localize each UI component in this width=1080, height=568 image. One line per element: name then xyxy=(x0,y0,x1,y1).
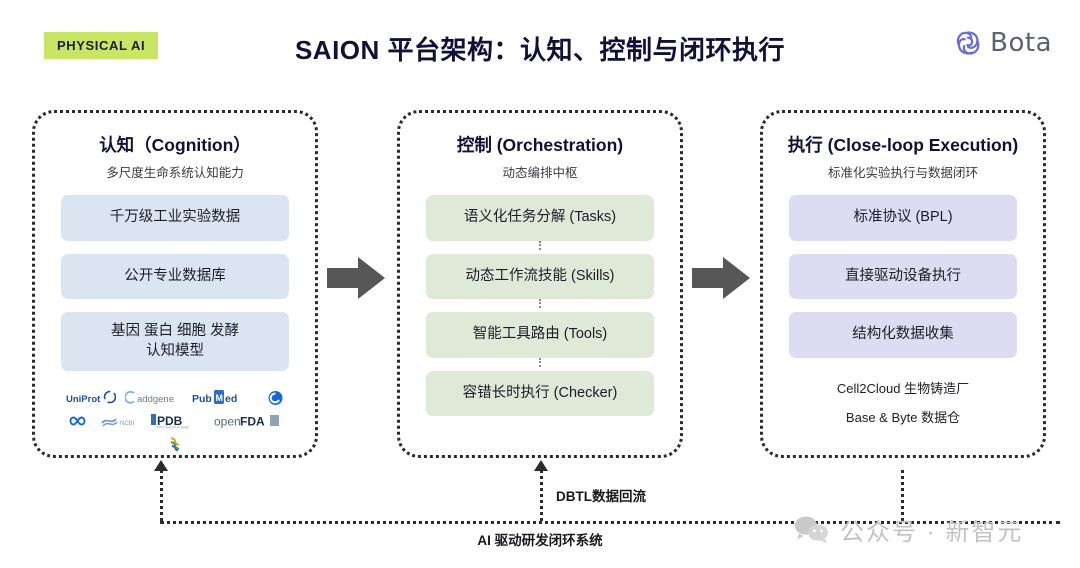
bota-spiral-icon xyxy=(953,28,983,58)
card-list: 千万级工业实验数据 公开专业数据库 基因 蛋白 细胞 发酵 认知模型 xyxy=(35,181,315,372)
feedback-loop-line xyxy=(540,470,543,521)
column-header: 认知（Cognition） 多尺度生命系统认知能力 xyxy=(35,113,315,181)
flow-arrow-right-icon xyxy=(690,255,752,306)
card-item[interactable]: 动态工作流技能 (Skills) xyxy=(426,253,654,300)
data-source-logos: UniProt addgene Pub M ed xyxy=(35,384,315,452)
flow-arrow-right-icon xyxy=(325,255,387,306)
card-item[interactable]: 结构化数据收集 xyxy=(789,312,1017,358)
card-connector xyxy=(539,240,541,250)
infinity-icon xyxy=(67,413,91,429)
column-title: 控制 (Orchestration) xyxy=(456,135,624,155)
feedback-loop-line xyxy=(160,521,1060,524)
execution-note: Base & Byte 数据仓 xyxy=(845,409,961,425)
main-loop-label: AI 驱动研发闭环系统 xyxy=(477,533,603,548)
card-item[interactable]: 直接驱动设备执行 xyxy=(789,253,1017,300)
card-item[interactable]: 基因 蛋白 细胞 发酵 认知模型 xyxy=(61,312,289,372)
column-subtitle: 动态编排中枢 xyxy=(502,166,578,180)
svg-text:addgene: addgene xyxy=(137,394,174,405)
card-connector xyxy=(539,299,541,309)
column-title: 执行 (Close-loop Execution) xyxy=(787,135,1019,155)
addgene-icon: addgene xyxy=(125,390,183,406)
pubmed-icon: Pub M ed xyxy=(192,390,258,406)
svg-text:Pub: Pub xyxy=(192,393,212,405)
feedback-arrow-up-icon xyxy=(154,460,168,471)
brand-name: Bota xyxy=(990,28,1052,58)
feedback-loop-line xyxy=(901,470,904,521)
column-orchestration: 控制 (Orchestration) 动态编排中枢 语义化任务分解 (Tasks… xyxy=(397,110,683,458)
card-connector xyxy=(539,357,541,367)
svg-text:PDB: PDB xyxy=(157,414,183,428)
card-item[interactable]: 语义化任务分解 (Tasks) xyxy=(426,195,654,241)
card-list: 语义化任务分解 (Tasks) 动态工作流技能 (Skills) 智能工具路由 … xyxy=(400,181,680,417)
card-item[interactable]: 公开专业数据库 xyxy=(61,253,289,300)
blue-circle-icon xyxy=(267,390,284,406)
column-subtitle: 多尺度生命系统认知能力 xyxy=(106,166,244,180)
page-title: SAION 平台架构：认知、控制与闭环执行 xyxy=(294,35,786,65)
column-header: 控制 (Orchestration) 动态编排中枢 xyxy=(400,113,680,181)
column-cognition: 认知（Cognition） 多尺度生命系统认知能力 千万级工业实验数据 公开专业… xyxy=(32,110,318,458)
dbtl-loop-label: DBTL数据回流 xyxy=(556,489,646,504)
svg-text:UniProt: UniProt xyxy=(66,394,101,405)
svg-text:FDA: FDA xyxy=(240,415,265,429)
brand-logo: Bota xyxy=(953,28,1052,58)
card-item[interactable]: 智能工具路由 (Tools) xyxy=(426,312,654,358)
svg-text:M: M xyxy=(216,393,224,403)
svg-text:PROTEIN DATA BANK: PROTEIN DATA BANK xyxy=(157,426,190,430)
pdb-icon: PDB PROTEIN DATA BANK xyxy=(150,413,205,430)
feedback-loop-line xyxy=(160,470,163,521)
openfda-icon: open FDA xyxy=(214,413,284,429)
card-item[interactable]: 千万级工业实验数据 xyxy=(61,195,289,241)
svg-text:open: open xyxy=(214,415,241,429)
column-header: 执行 (Close-loop Execution) 标准化实验执行与数据闭环 xyxy=(763,113,1043,181)
card-item[interactable]: 容错长时执行 (Checker) xyxy=(426,370,654,417)
ncbi-icon: NCBI xyxy=(100,413,142,429)
column-execution: 执行 (Close-loop Execution) 标准化实验执行与数据闭环 标… xyxy=(760,110,1046,458)
helix-icon xyxy=(167,436,183,452)
svg-text:NCBI: NCBI xyxy=(120,421,135,427)
feedback-arrow-up-icon xyxy=(534,460,548,471)
card-list: 标准协议 (BPL) 直接驱动设备执行 结构化数据收集 xyxy=(763,181,1043,358)
uniprot-icon: UniProt xyxy=(66,390,116,406)
physical-ai-badge: PHYSICAL AI xyxy=(44,32,159,59)
column-title: 认知（Cognition） xyxy=(99,135,251,155)
card-item[interactable]: 标准协议 (BPL) xyxy=(789,195,1017,241)
column-subtitle: 标准化实验执行与数据闭环 xyxy=(827,166,978,180)
svg-text:ed: ed xyxy=(225,393,237,405)
execution-note: Cell2Cloud 生物铸造厂 xyxy=(836,380,970,396)
